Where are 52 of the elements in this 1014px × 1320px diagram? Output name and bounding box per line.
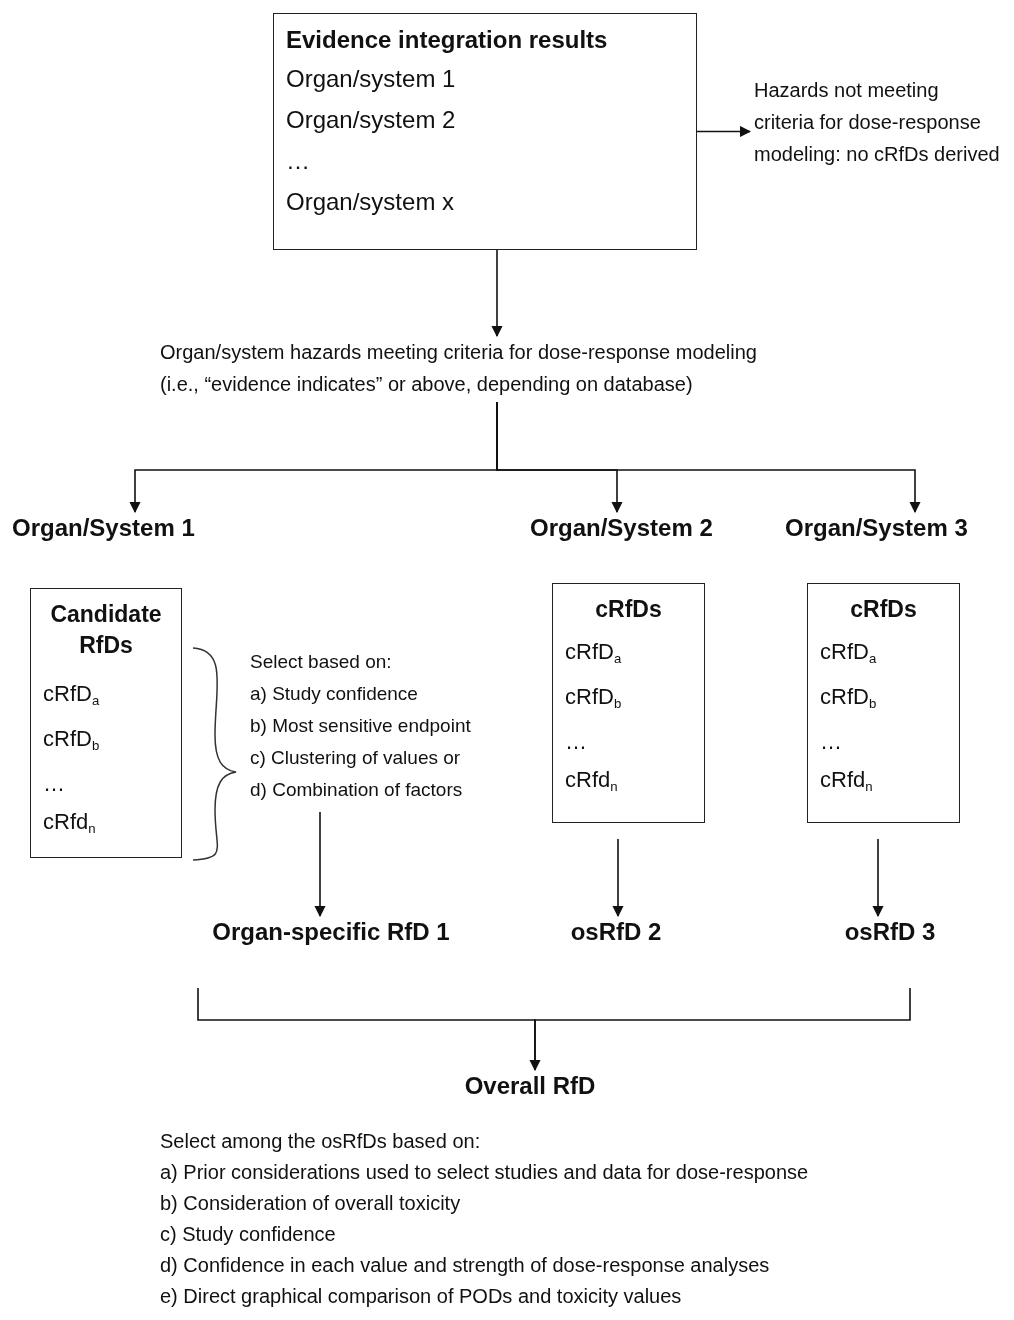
list-item: … bbox=[565, 727, 587, 756]
list-item: … bbox=[43, 770, 65, 798]
process-box bbox=[273, 13, 697, 250]
list-item: e) Direct graphical comparison of PODs and toxicity values bbox=[160, 1284, 683, 1309]
list-item: cRfD$_{a}$ bbox=[565, 638, 622, 668]
list-item: d) Confidence in each value and strength of dose-response analyses bbox=[160, 1253, 771, 1278]
list-item: … bbox=[286, 146, 310, 177]
list-item: Organ/system 1 bbox=[286, 64, 456, 95]
arrow bbox=[314, 811, 326, 918]
list-item: cRfD$_{a}$ bbox=[820, 638, 877, 668]
list-item: b) Most sensitive endpoint bbox=[250, 714, 471, 738]
heading-text: Overall RfD bbox=[464, 1070, 596, 1103]
arrow bbox=[491, 249, 503, 338]
heading-text: osRfD 3 bbox=[844, 916, 936, 949]
list-item: cRfD$_{b}$ bbox=[820, 683, 877, 713]
process-box bbox=[807, 583, 960, 823]
list-item: Organ/system x bbox=[286, 187, 455, 218]
process-box bbox=[30, 588, 182, 858]
note-text: Hazards not meeting criteria for dose-response modeling: no cRfDs derived bbox=[754, 78, 1001, 167]
arrow bbox=[529, 987, 911, 1072]
list-item: a) Prior considerations used to select studies and data for dose-response bbox=[160, 1160, 809, 1185]
list-item: cRfd$_{n}$ bbox=[565, 765, 618, 796]
heading-text: Organ/System 3 bbox=[785, 512, 968, 545]
box-heading: cRfDs bbox=[850, 595, 917, 624]
list-item: cRfd$_{n}$ bbox=[820, 765, 873, 796]
note-text: Select based on: bbox=[250, 650, 392, 674]
list-item: cRfd$_{n}$ bbox=[43, 808, 96, 838]
list-item: Organ/system 2 bbox=[286, 105, 456, 136]
heading-text: Organ-specific RfD 1 bbox=[212, 916, 450, 949]
heading-text: Organ/System 2 bbox=[530, 512, 713, 545]
heading-text: Organ/System 1 bbox=[12, 512, 195, 545]
arrow bbox=[612, 838, 624, 918]
note-text: Organ/system hazards meeting criteria for dose-response modeling bbox=[160, 340, 757, 365]
list-item: cRfD$_{a}$ bbox=[43, 680, 100, 711]
list-item: b) Consideration of overall toxicity bbox=[160, 1191, 462, 1216]
arrow bbox=[496, 401, 921, 514]
heading-text: osRfD 2 bbox=[570, 916, 662, 949]
list-item: a) Study confidence bbox=[250, 682, 418, 706]
list-item: cRfD$_{b}$ bbox=[43, 725, 100, 755]
box-heading: Evidence integration results bbox=[286, 25, 608, 55]
arrow bbox=[872, 838, 884, 918]
list-item: … bbox=[820, 727, 842, 756]
box-heading: cRfDs bbox=[595, 595, 662, 624]
list-item: (i.e., “evidence indicates” or above, depending on database) bbox=[160, 372, 693, 397]
process-box bbox=[552, 583, 705, 823]
note-text: Select among the osRfDs based on: bbox=[160, 1129, 482, 1154]
list-item: c) Study confidence bbox=[160, 1222, 337, 1247]
arrow bbox=[696, 125, 752, 138]
box-heading: Candidate RfDs bbox=[49, 600, 163, 661]
list-item: cRfD$_{b}$ bbox=[565, 683, 622, 713]
list-item: d) Combination of factors bbox=[250, 778, 463, 802]
list-item: c) Clustering of values or bbox=[250, 746, 461, 770]
